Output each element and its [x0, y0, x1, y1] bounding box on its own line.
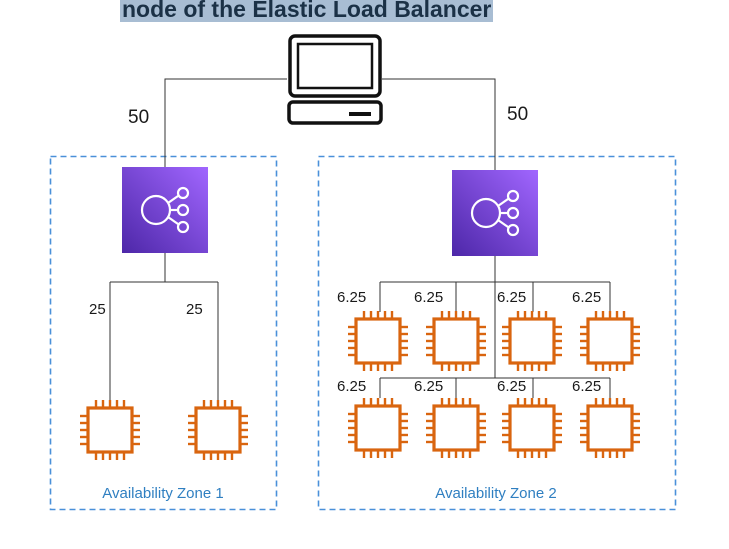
ec2-instance-chip-icon: [500, 309, 564, 373]
instance-traffic-label: 6.25: [414, 289, 443, 306]
instance-traffic-label: 25: [186, 301, 203, 318]
zone-1-connectors: [109, 252, 219, 400]
ec2-instance-chip-icon: [578, 309, 642, 373]
instance-traffic-label: 6.25: [337, 289, 366, 306]
availability-zone-1-label: Availability Zone 1: [102, 485, 223, 502]
diagram-title: node of the Elastic Load Balancer: [120, 0, 494, 22]
instance-traffic-label: 25: [89, 301, 106, 318]
zone-2-traffic-label: 50: [507, 104, 528, 125]
client-connectors: [164, 78, 496, 170]
availability-zone-2-label: Availability Zone 2: [435, 485, 556, 502]
instance-traffic-label: 6.25: [414, 378, 443, 395]
ec2-instance-chip-icon: [78, 398, 142, 462]
client-computer-icon: [287, 34, 383, 125]
zone-2-connectors: [379, 254, 611, 398]
zone-1-traffic-label: 50: [128, 107, 149, 128]
instance-traffic-label: 6.25: [497, 378, 526, 395]
instance-traffic-label: 6.25: [497, 289, 526, 306]
availability-zone-2-box: [317, 155, 677, 511]
availability-zone-1-box: [49, 155, 278, 511]
elastic-load-balancer-icon: [122, 167, 208, 253]
elastic-load-balancer-icon: [452, 170, 538, 256]
ec2-instance-chip-icon: [346, 396, 410, 460]
instance-traffic-label: 6.25: [337, 378, 366, 395]
ec2-instance-chip-icon: [346, 309, 410, 373]
ec2-instance-chip-icon: [500, 396, 564, 460]
ec2-instance-chip-icon: [578, 396, 642, 460]
ec2-instance-chip-icon: [424, 396, 488, 460]
ec2-instance-chip-icon: [424, 309, 488, 373]
instance-traffic-label: 6.25: [572, 378, 601, 395]
ec2-instance-chip-icon: [186, 398, 250, 462]
instance-traffic-label: 6.25: [572, 289, 601, 306]
